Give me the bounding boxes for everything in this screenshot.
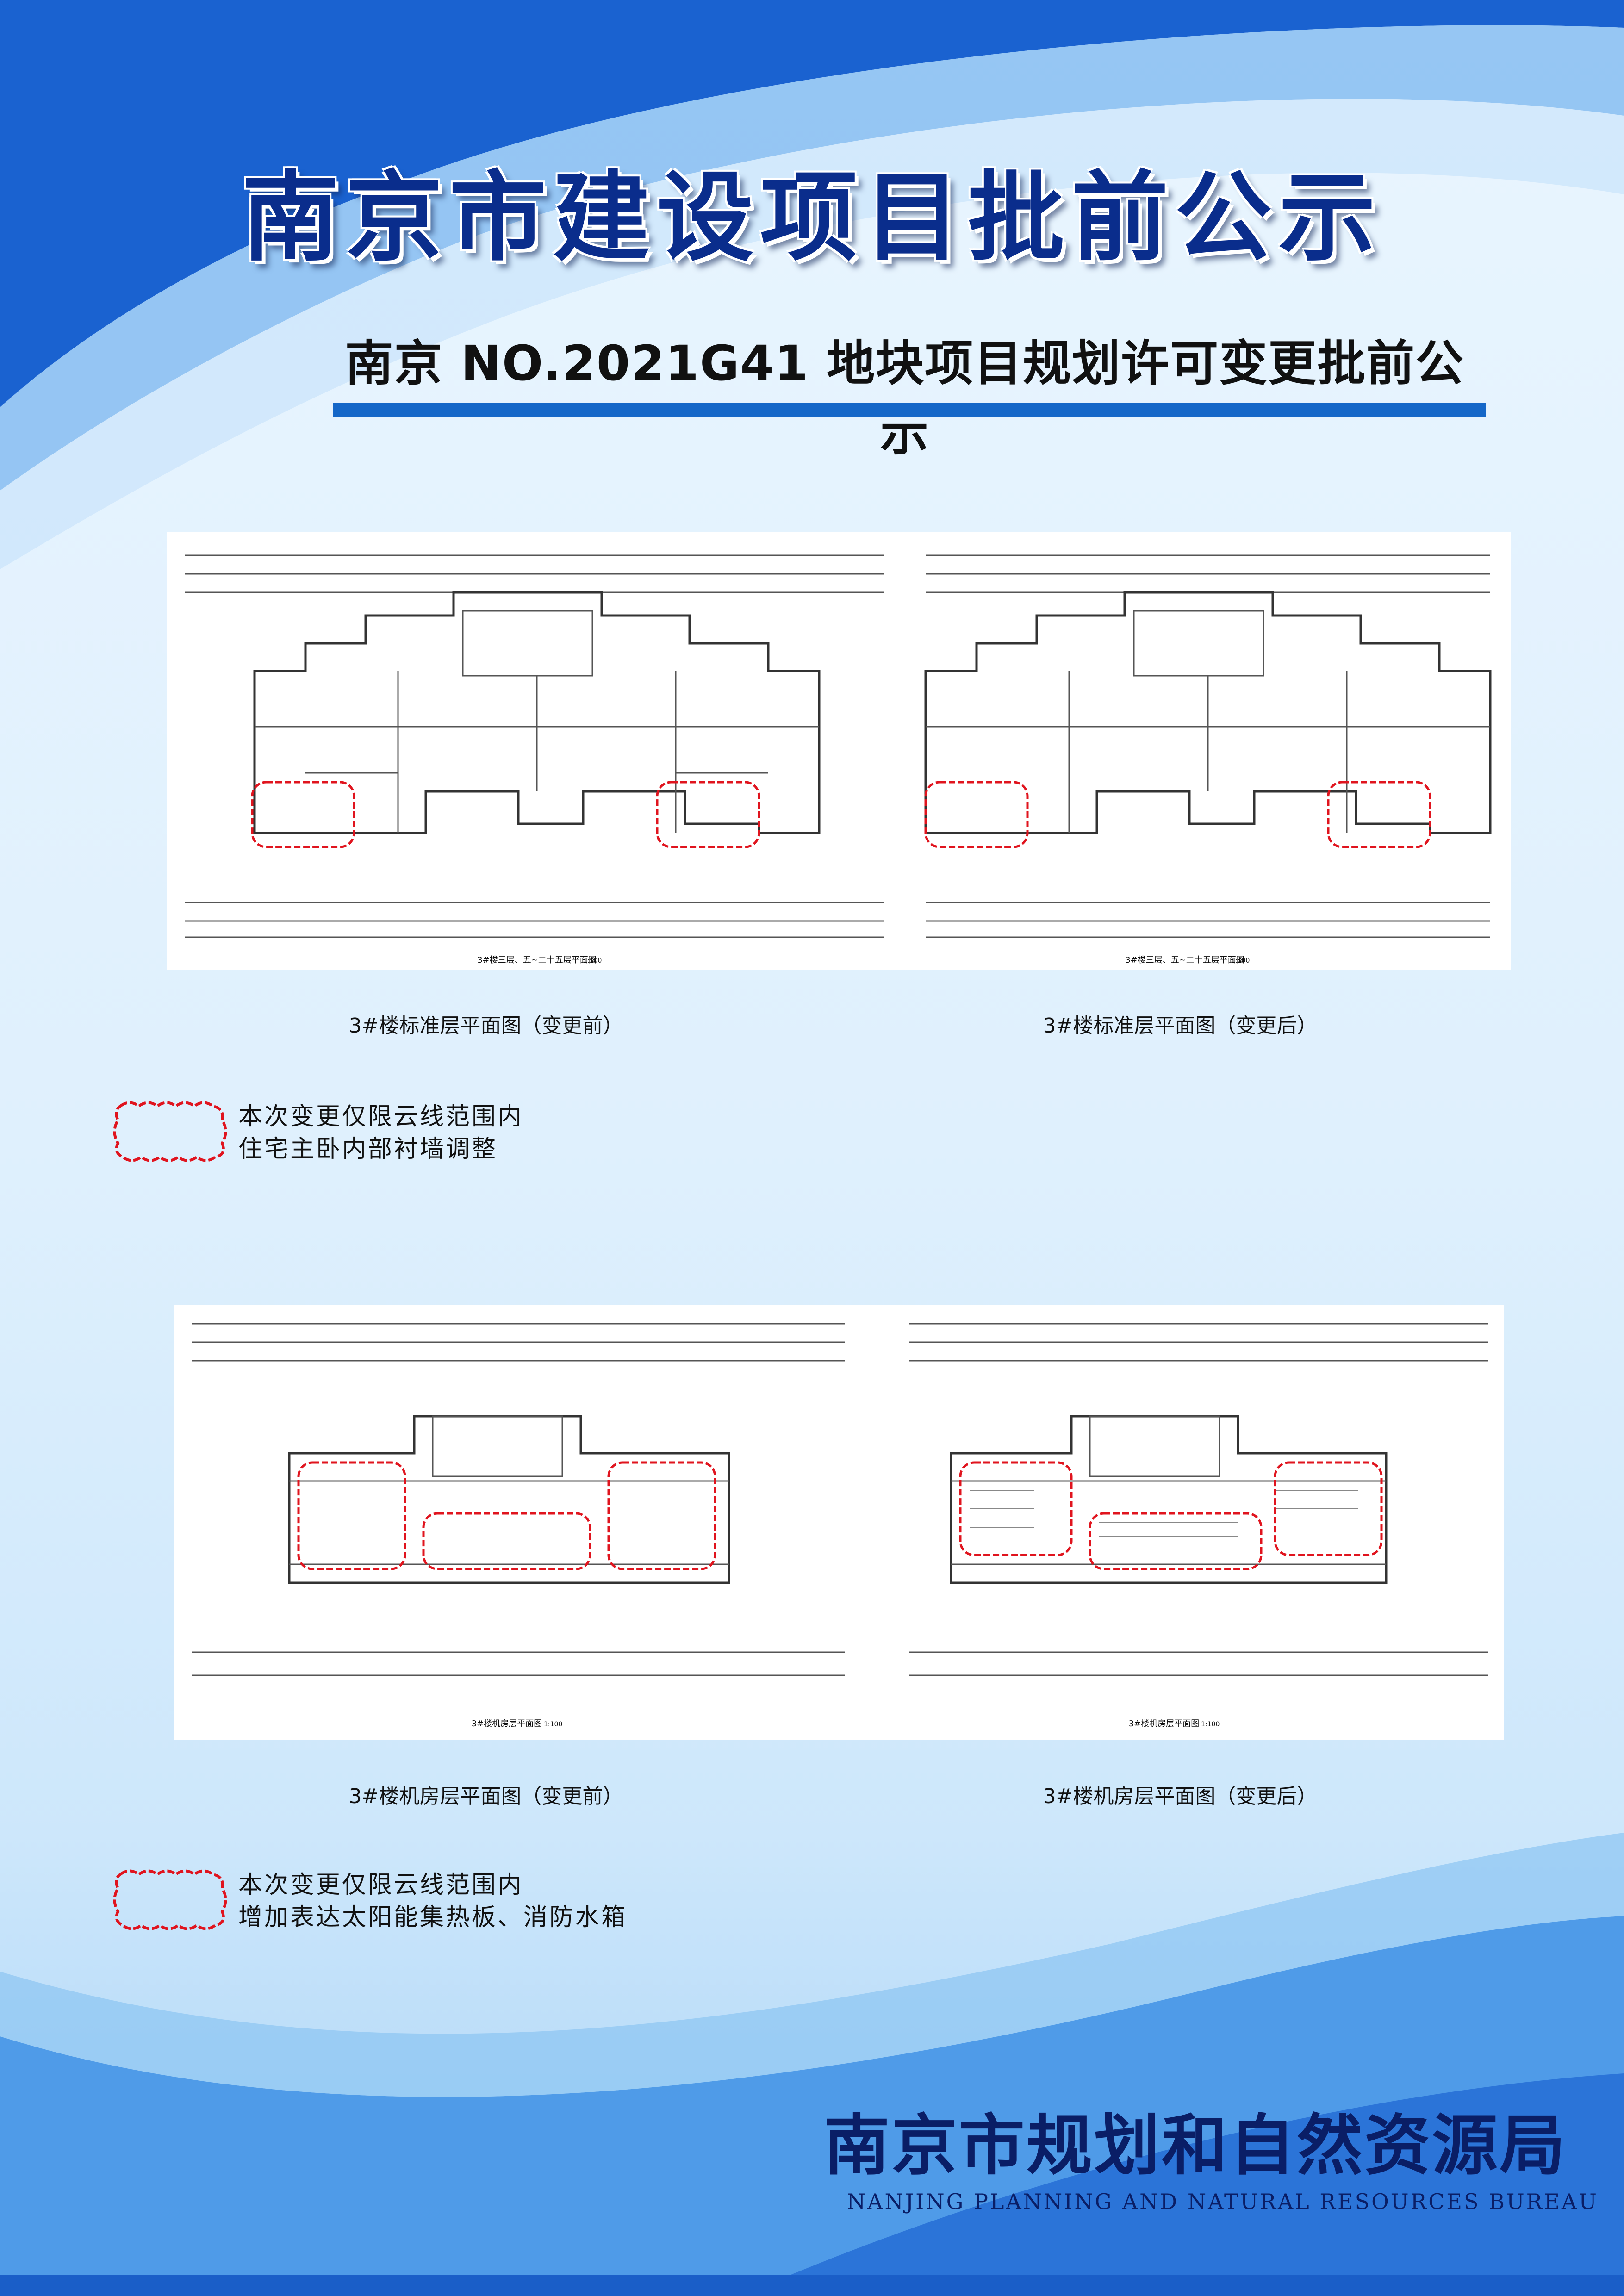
legend-note-2-line2: 增加表达太阳能集热板、消防水箱	[238, 1904, 628, 1931]
legend-note-1-line2: 住宅主卧内部衬墙调整	[238, 1135, 498, 1163]
machine-drawing-scale-after: 1:100	[1201, 1721, 1220, 1728]
drawing-title-before: 3#楼三层、五~二十五层平面图	[477, 955, 597, 965]
caption-standard-before: 3#楼标准层平面图（变更前）	[348, 1014, 623, 1038]
bottom-bar	[0, 2275, 1624, 2296]
issuing-authority-name: 南京市规划和自然资源局	[824, 2107, 1567, 2184]
legend-note-2-line1: 本次变更仅限云线范围内	[238, 1871, 524, 1899]
caption-machine-before: 3#楼机房层平面图（变更前）	[348, 1785, 623, 1808]
revision-cloud-icon	[113, 1869, 227, 1930]
machine-drawing-scale-before: 1:100	[544, 1721, 562, 1728]
page-title: 南京市建设项目批前公示	[242, 160, 1382, 274]
caption-machine-after: 3#楼机房层平面图（变更后）	[1043, 1785, 1318, 1808]
notice-subtitle: 南京 NO.2021G41 地块项目规划许可变更批前公示	[345, 335, 1465, 461]
machine-room-drawing: 3#楼机房层平面图 1:100 3#楼机房层平面图 1:100	[192, 1323, 1488, 1729]
machine-drawing-title-after: 3#楼机房层平面图	[1129, 1719, 1200, 1729]
revision-cloud-icon	[113, 1101, 227, 1162]
drawing-scale-before: 1:100	[583, 957, 602, 964]
subtitle-underline	[333, 403, 1486, 417]
floor-plan-panel-standard: 3#楼三层、五~二十五层平面图 1:100 3#楼三层、五~二十五层平面图 1:…	[167, 532, 1511, 970]
drawing-scale-after: 1:100	[1231, 957, 1250, 964]
floor-plan-panel-machine-room: 3#楼机房层平面图 1:100 3#楼机房层平面图 1:100	[174, 1305, 1504, 1740]
standard-floor-drawing: 3#楼三层、五~二十五层平面图 1:100 3#楼三层、五~二十五层平面图 1:…	[185, 554, 1492, 965]
issuing-authority-name-en: NANJING PLANNING AND NATURAL RESOURCES B…	[847, 2189, 1599, 2214]
drawing-title-after: 3#楼三层、五~二十五层平面图	[1125, 955, 1244, 965]
machine-drawing-title-before: 3#楼机房层平面图	[472, 1719, 542, 1729]
legend-note-1-line1: 本次变更仅限云线范围内	[238, 1103, 524, 1131]
caption-standard-after: 3#楼标准层平面图（变更后）	[1043, 1014, 1318, 1038]
